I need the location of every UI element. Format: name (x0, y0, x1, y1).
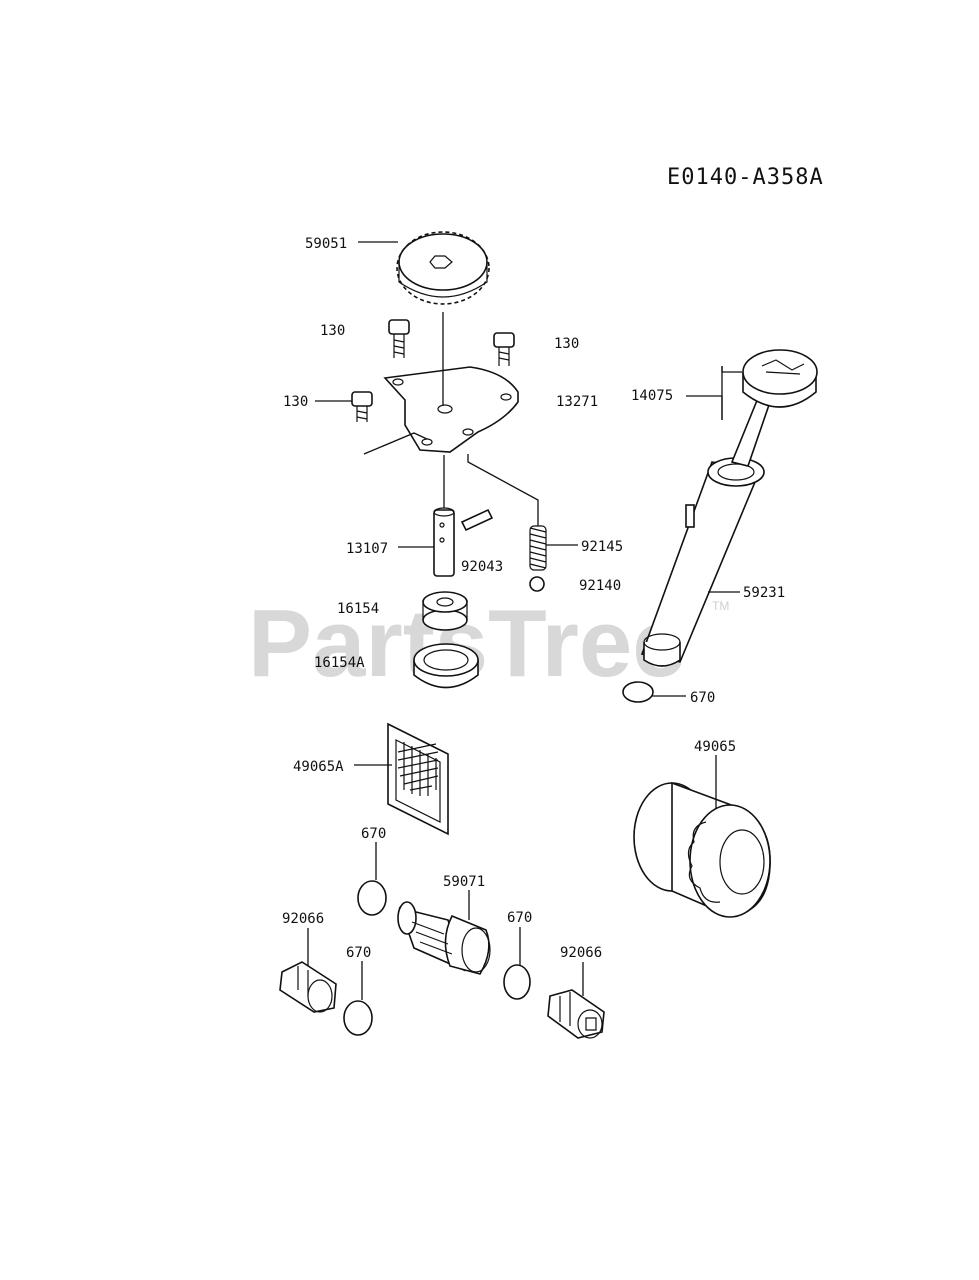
watermark-tm: TM (712, 599, 729, 613)
dipstick-part[interactable] (730, 349, 818, 467)
callout-670: 670 (346, 945, 371, 961)
callout-130: 130 (554, 336, 579, 352)
outer-rotor-part[interactable] (413, 643, 479, 689)
oring-part[interactable] (503, 964, 531, 1000)
callout-130: 130 (320, 323, 345, 339)
callout-14075: 14075 (631, 388, 673, 404)
gear-part[interactable] (396, 231, 490, 305)
oring-part[interactable] (622, 681, 654, 703)
callout-670: 670 (361, 826, 386, 842)
callout-16154a: 16154A (314, 655, 365, 671)
bolt-part[interactable] (351, 391, 373, 422)
callout-13271: 13271 (556, 394, 598, 410)
callout-92066: 92066 (560, 945, 602, 961)
callout-130: 130 (283, 394, 308, 410)
ball-part[interactable] (529, 576, 545, 592)
bolt-part[interactable] (493, 332, 515, 366)
fitting-part[interactable] (397, 901, 491, 975)
drain-plug-part[interactable] (547, 989, 605, 1039)
dipstick-tube-part[interactable] (640, 457, 765, 667)
callout-92140: 92140 (579, 578, 621, 594)
drain-plug-part[interactable] (279, 961, 337, 1013)
callout-670: 670 (507, 910, 532, 926)
callout-59071: 59071 (443, 874, 485, 890)
callout-13107: 13107 (346, 541, 388, 557)
diagram-code: E0140-A358A (667, 165, 824, 190)
inner-rotor-part[interactable] (422, 591, 468, 631)
spring-part[interactable] (529, 525, 547, 571)
callout-92145: 92145 (581, 539, 623, 555)
callout-59051: 59051 (305, 236, 347, 252)
callout-92066: 92066 (282, 911, 324, 927)
callout-92043: 92043 (461, 559, 503, 575)
callout-49065a: 49065A (293, 759, 344, 775)
callout-59231: 59231 (743, 585, 785, 601)
strainer-part[interactable] (387, 722, 449, 836)
callout-16154: 16154 (337, 601, 379, 617)
oil-filter-part[interactable] (633, 781, 771, 918)
shaft-part[interactable] (433, 507, 455, 577)
leader-lines (307, 241, 742, 1000)
pin-part[interactable] (460, 508, 494, 532)
bolt-part[interactable] (388, 319, 410, 358)
callout-670: 670 (690, 690, 715, 706)
oring-part[interactable] (357, 880, 387, 916)
callout-49065: 49065 (694, 739, 736, 755)
cover-plate-part[interactable] (383, 366, 519, 453)
oring-part[interactable] (343, 1000, 373, 1036)
